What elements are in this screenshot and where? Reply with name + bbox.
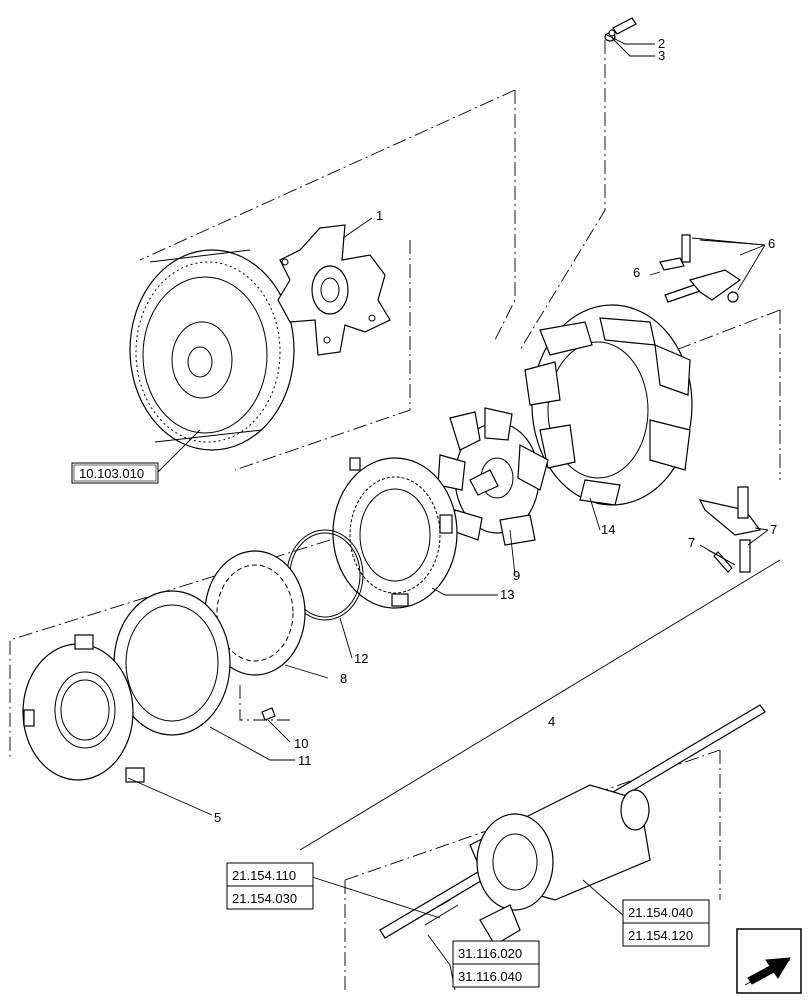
ref-21-154-040: 21.154.040 [628,905,693,920]
leader-lines [127,33,781,991]
callout-14: 14 [601,522,615,537]
ref-group-left[interactable]: 21.154.110 21.154.030 [226,862,314,910]
callout-numbers: 1 2 3 4 5 6 6 7 7 8 9 10 11 12 13 14 [214,36,777,825]
callout-7-left: 7 [688,535,695,550]
ref-flywheel-text: 10.103.010 [79,466,144,481]
ref-31-116-040: 31.116.040 [458,969,522,984]
callout-11: 11 [298,753,312,768]
callout-4: 4 [548,714,555,729]
pressure-plate [332,457,458,609]
reference-boxes[interactable]: 10.103.010 21.154.110 21.154.030 21.154.… [71,462,710,988]
callout-10: 10 [294,736,308,751]
callout-9: 9 [513,568,520,583]
dowel-pin [261,707,276,721]
linkage-upper [659,234,742,303]
ref-group-bottom[interactable]: 31.116.020 31.116.040 [452,940,540,988]
ref-flywheel[interactable]: 10.103.010 [71,462,159,484]
callout-6-right: 6 [768,236,775,251]
callout-5: 5 [214,810,221,825]
damper-disc [277,224,391,356]
callout-3: 3 [658,48,665,63]
callout-1: 1 [376,208,383,223]
back-plate [22,634,145,783]
ref-31-116-020: 31.116.020 [458,946,522,961]
ref-21-154-120: 21.154.120 [628,928,693,943]
callout-6-left: 6 [633,265,640,280]
linkage-lower [698,486,762,573]
clutch-housing [524,304,693,506]
ref-21-154-030: 21.154.030 [232,891,297,906]
clutch-disc [437,407,549,546]
ref-21-154-110: 21.154.110 [232,868,296,883]
callout-13: 13 [500,587,514,602]
ref-group-right[interactable]: 21.154.040 21.154.120 [622,899,710,947]
callout-2: 2 [658,36,665,51]
intermediate-plate [113,590,231,736]
shaft-assembly [379,704,766,946]
next-page-arrow-icon[interactable] [736,928,802,994]
flywheel [129,249,295,451]
callout-8: 8 [340,671,347,686]
bolt-washer [604,17,637,42]
callout-7-right: 7 [770,522,777,537]
callout-12: 12 [354,651,368,666]
